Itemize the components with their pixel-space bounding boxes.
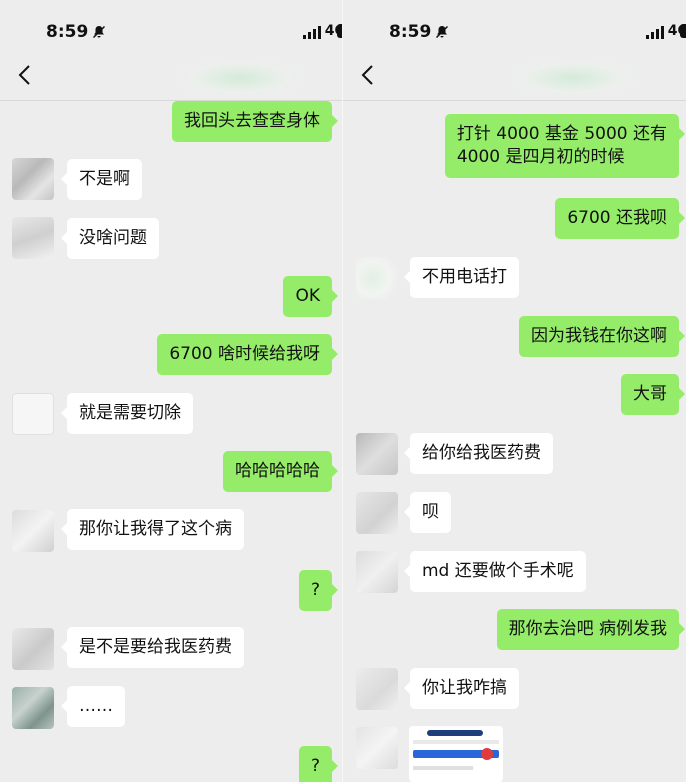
message-bubble[interactable]: 大哥 xyxy=(621,374,685,415)
message-bubble[interactable]: md 还要做个手术呢 xyxy=(404,551,586,592)
message-bubble[interactable]: ? xyxy=(298,570,339,611)
message-bubble[interactable]: ? xyxy=(298,746,339,782)
chat-header xyxy=(343,52,686,101)
message-bubble[interactable]: …… xyxy=(61,686,125,727)
bell-mute-icon xyxy=(92,25,106,39)
contact-avatar[interactable] xyxy=(356,551,398,593)
message-bubble[interactable]: 给你给我医药费 xyxy=(404,433,553,474)
chat-screen-right: 8:59 4G 打针 4000 基金 5000 还有 4000 是四月初的时候 … xyxy=(343,0,686,782)
image-message-thumbnail[interactable] xyxy=(409,726,503,782)
contact-avatar[interactable] xyxy=(356,433,398,475)
contact-avatar[interactable] xyxy=(12,158,54,200)
contact-avatar[interactable] xyxy=(356,257,398,299)
back-icon[interactable] xyxy=(14,62,36,88)
contact-avatar[interactable] xyxy=(12,687,54,729)
bell-mute-icon xyxy=(435,25,449,39)
message-bubble[interactable]: 你让我咋搞 xyxy=(404,668,519,709)
chat-header xyxy=(0,52,343,101)
status-bar: 8:59 4G xyxy=(0,0,343,52)
message-bubble[interactable]: 没啥问题 xyxy=(61,218,159,259)
message-bubble[interactable]: 6700 还我呗 xyxy=(555,198,685,239)
message-bubble[interactable]: 打针 4000 基金 5000 还有 4000 是四月初的时候 xyxy=(444,114,686,178)
contact-avatar[interactable] xyxy=(356,727,398,769)
contact-avatar[interactable] xyxy=(12,217,54,259)
message-bubble[interactable]: 是不是要给我医药费 xyxy=(61,627,244,668)
thumb-badge xyxy=(481,748,493,760)
message-bubble[interactable]: 6700 啥时候给我呀 xyxy=(157,334,338,375)
signal-icon xyxy=(646,26,664,39)
contact-name-blurred xyxy=(513,60,633,96)
message-bubble[interactable]: 因为我钱在你这啊 xyxy=(519,316,685,357)
contact-avatar[interactable] xyxy=(12,393,54,435)
contact-avatar[interactable] xyxy=(12,510,54,552)
message-bubble[interactable]: 哈哈哈哈哈 xyxy=(223,451,338,492)
contact-avatar[interactable] xyxy=(356,668,398,710)
contact-name-blurred xyxy=(180,60,300,96)
status-time: 8:59 xyxy=(46,22,89,42)
message-bubble[interactable]: 我回头去查查身体 xyxy=(172,101,338,142)
message-bubble[interactable]: 那你让我得了这个病 xyxy=(61,509,244,550)
thumb-notch xyxy=(427,730,483,736)
message-bubble[interactable]: OK xyxy=(283,276,338,317)
thumb-line xyxy=(413,766,473,770)
signal-icon xyxy=(303,26,321,39)
message-bubble[interactable]: 就是需要切除 xyxy=(61,393,193,434)
battery-icon xyxy=(680,24,686,38)
message-line: 打针 4000 基金 5000 还有 xyxy=(456,124,667,144)
status-bar: 8:59 4G xyxy=(343,0,686,52)
thumb-bar xyxy=(413,750,499,758)
contact-avatar[interactable] xyxy=(12,628,54,670)
message-bubble[interactable]: 不用电话打 xyxy=(404,257,519,298)
chat-screen-left: 8:59 4G 我回头去查查身体 不是啊 没啥问题 OK 6700 啥时候给我呀… xyxy=(0,0,343,782)
message-bubble[interactable]: 呗 xyxy=(404,492,451,533)
message-line: 4000 是四月初的时候 xyxy=(456,147,625,167)
thumb-header xyxy=(413,740,499,744)
status-time: 8:59 xyxy=(389,22,432,42)
contact-avatar[interactable] xyxy=(356,492,398,534)
back-icon[interactable] xyxy=(357,62,379,88)
message-bubble[interactable]: 不是啊 xyxy=(61,159,142,200)
battery-icon xyxy=(337,24,343,38)
message-bubble[interactable]: 那你去治吧 病例发我 xyxy=(496,609,686,650)
